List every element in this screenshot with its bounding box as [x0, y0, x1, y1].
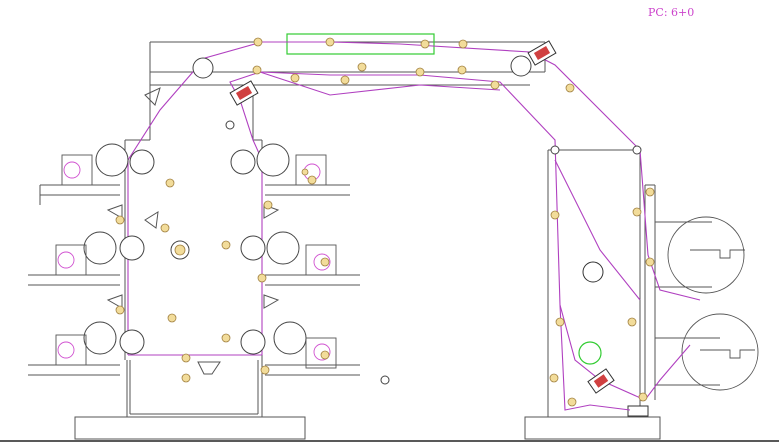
print-unit-right-3: [240, 321, 360, 376]
pc-label: PC: 6+0: [648, 6, 695, 19]
base-plate-right: [524, 416, 661, 440]
small-roller-a: [225, 120, 235, 130]
dryer-box: [286, 33, 435, 55]
rewind-roll-upper: [667, 216, 745, 294]
top-roller-left: [192, 57, 214, 79]
web-guide-lower: [229, 80, 259, 106]
web-path: [127, 41, 701, 411]
rewind-roll-lower: [681, 313, 759, 391]
print-unit-left-2: [28, 231, 145, 286]
print-unit-left-3: [28, 321, 145, 376]
print-unit-left-1: [39, 143, 155, 205]
idler-rollers: [115, 37, 655, 407]
top-roller-right: [510, 55, 532, 77]
central-tower: [74, 41, 546, 440]
chill-roller: [582, 261, 604, 283]
central-roller-core: [174, 244, 186, 256]
base-plate-left: [74, 416, 306, 440]
print-unit-right-2: [240, 231, 360, 286]
web-guide-bottom: [587, 368, 615, 394]
right-tower: [524, 149, 759, 440]
green-roller: [578, 341, 602, 365]
small-roller-b: [380, 375, 390, 385]
small-roller-c: [550, 145, 560, 155]
print-unit-right-1: [230, 143, 350, 196]
web-guide-upper: [527, 40, 557, 66]
small-roller-d: [632, 145, 642, 155]
cutter-block: [627, 405, 649, 417]
